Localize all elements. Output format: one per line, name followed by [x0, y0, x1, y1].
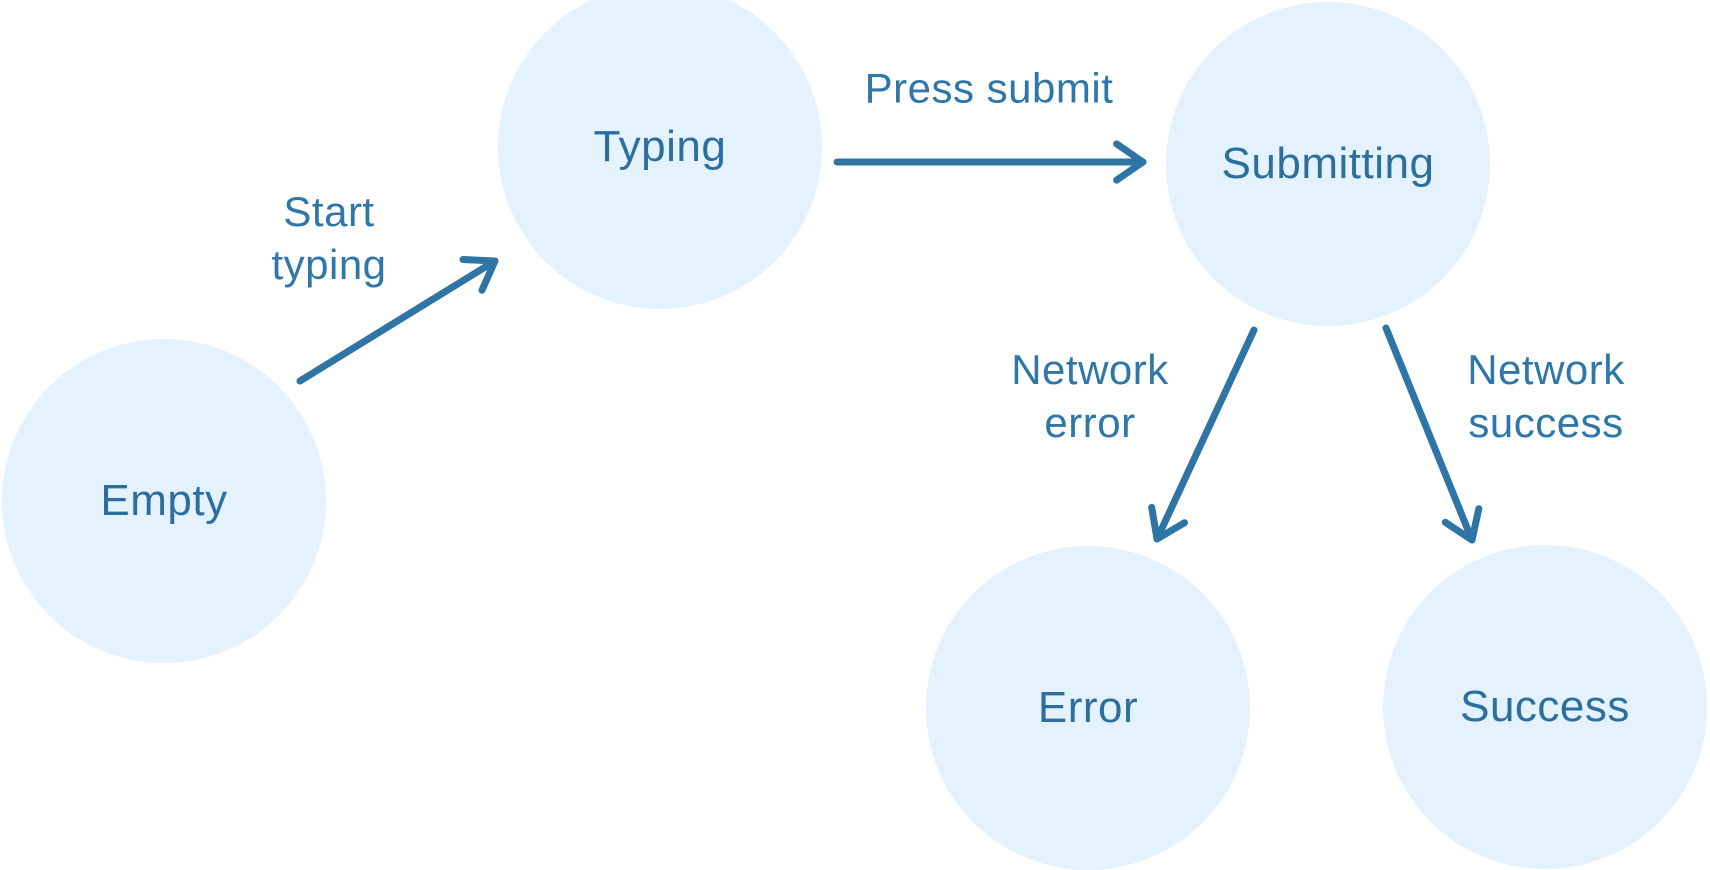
state-node-success: Success [1383, 545, 1707, 869]
transition-label-line: Network [1467, 346, 1625, 393]
state-label-typing: Typing [593, 122, 727, 171]
transition-label-start-typing: Start typing [271, 185, 386, 291]
transition-arrowhead-start-typing [459, 256, 499, 294]
transition-arrowhead-network-success [1441, 505, 1483, 544]
state-label-error: Error [1037, 683, 1139, 732]
state-node-empty: Empty [2, 339, 326, 663]
transition-arrowhead-press-submit [1113, 140, 1147, 184]
transition-arrow-network-error [1153, 326, 1258, 543]
transition-arrowhead-network-error [1148, 503, 1188, 543]
transition-arrow-start-typing [296, 257, 499, 385]
state-label-success: Success [1460, 682, 1630, 731]
state-node-submitting: Submitting [1166, 2, 1490, 326]
transition-label-network-error: Network error [1011, 343, 1169, 449]
state-node-typing: Typing [498, 0, 822, 309]
transition-label-press-submit: Press submit [865, 62, 1114, 115]
state-label-submitting: Submitting [1221, 139, 1435, 188]
state-node-error: Error [926, 546, 1250, 870]
transition-label-line: Network [1011, 346, 1169, 393]
transition-label-line: success [1468, 399, 1624, 446]
transition-label-line: typing [271, 241, 387, 288]
transition-label-network-success: Network success [1467, 343, 1625, 449]
transition-label-line: Press submit [864, 64, 1114, 112]
transition-label-line: error [1044, 399, 1136, 446]
state-label-empty: Empty [100, 476, 228, 525]
transition-arrow-network-success [1382, 324, 1476, 544]
transition-label-line: Start [283, 188, 375, 235]
